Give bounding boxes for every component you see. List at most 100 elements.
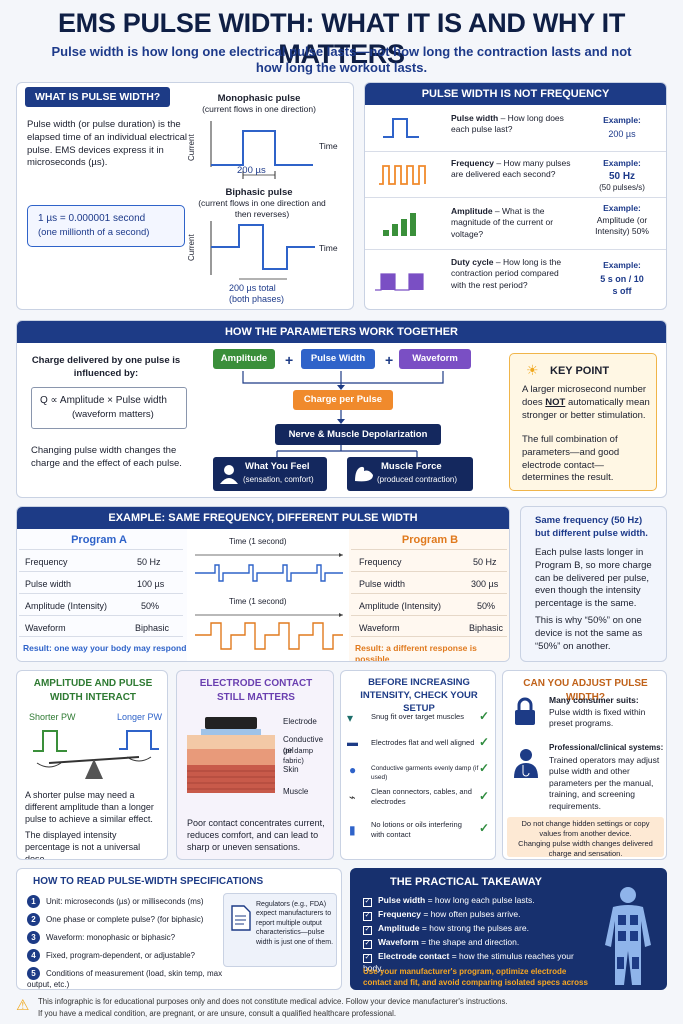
plus-2: + [385,352,394,368]
setup-item: Conductive garments evenly damp (if used… [371,765,479,781]
takeaway-card: THE PRACTICAL TAKEAWAY ✓Pulse width = ho… [350,868,667,990]
checkbox-icon: ✓ [363,940,372,949]
bi-width-label2: (both phases) [229,294,285,304]
takeaway-term: Pulse width [378,895,426,905]
footer-line1: This infographic is for educational purp… [38,997,508,1006]
together-card: HOW THE PARAMETERS WORK TOGETHER Charge … [16,320,667,498]
nf-ex-value: 200 µs [608,129,636,139]
depolarization-pill: Nerve & Muscle Depolarization [275,424,441,445]
nf-desc: – How many pulses are delivered each sec… [451,158,571,180]
read-item: Waveform: monophasic or biphasic? [46,933,176,942]
list-item: ✓Pulse width = how long each pulse lasts… [363,895,535,907]
pulse-width-pill: Pulse Width [301,349,375,369]
list-item: ● Conductive garments evenly damp (if us… [341,759,495,787]
key-p2: The full combination of parameters—and g… [522,434,620,484]
takeaway-desc: = the shape and direction. [418,937,520,947]
list-number: 1 [27,895,40,908]
unit-box: 1 µs = 0.000001 second (one millionth of… [27,205,185,247]
together-heading: HOW THE PARAMETERS WORK TOGETHER [17,321,666,343]
longer-pw-label: Longer PW [117,712,163,722]
read-heading: HOW TO READ PULSE-WIDTH SPECIFICATIONS [33,876,264,887]
setup-card: BEFORE INCREASING INTENSITY, CHECK YOUR … [340,670,496,860]
setup-item: No lotions or oils interfering with cont… [371,820,462,840]
body-figure-icon [605,887,651,985]
table-cell: Waveform [25,623,66,633]
unit-line1: 1 µs = 0.000001 second [38,213,146,224]
side-p1: Each pulse lasts longer in Program B, so… [535,547,652,610]
table-cell: 100 µs [137,579,165,589]
time-label-a: Time (1 second) [229,537,287,546]
formula-box: Q ∝ Amplitude × Pulse width (waveform ma… [31,387,187,429]
takeaway-desc: = how often pulses arrive. [421,909,521,919]
mono-width-label: 200 µs [237,165,266,176]
nf-freq-icon [379,165,426,185]
check-icon: ✓ [479,789,490,803]
nf-row-4-text: Duty cycle – How long is the contraction… [451,257,575,291]
read-item: Fixed, program-dependent, or adjustable? [46,951,195,960]
list-item: ▾ Snug fit over target muscles ✓ [341,707,495,735]
electrode-heading: ELECTRODE CONTACT STILL MATTERS [199,678,313,703]
table-cell: Pulse width [25,579,72,589]
mono-sub: (current flows in one direction) [202,104,316,114]
nf-term: Duty cycle [451,257,494,267]
list-number: 2 [27,913,40,926]
bulb-icon: ☀ [526,362,539,378]
what-body: Pulse width (or pulse duration) is the e… [27,119,188,169]
notfreq-heading: PULSE WIDTH IS NOT FREQUENCY [365,83,666,105]
layer-gel-sub: (or damp fabric) [283,746,314,766]
feel-box: What You Feel (sensation, comfort) [213,457,327,491]
nf-row-3-text: Amplitude – What is the magnitude of the… [451,206,573,240]
pro-body: Trained operators may adjust pulse width… [549,755,660,811]
key-point-box: ☀ KEY POINT A larger microsecond number … [509,353,657,491]
interact-p2: The displayed intensity percentage is no… [25,830,141,860]
takeaway-term: Amplitude [378,923,420,933]
read-item: Conditions of measurement (load, skin te… [27,969,223,989]
list-number: 5 [27,967,40,980]
shirt-icon: ▾ [347,711,354,725]
together-note: Changing pulse width changes the charge … [31,445,182,469]
list-number: 4 [27,949,40,962]
list-item: ✓Waveform = the shape and direction. [363,937,519,949]
table-cell: Frequency [25,557,68,567]
nf-amplitude-icon [383,213,416,236]
list-item: ✓Electrode contact = how the stimulus re… [363,951,583,974]
formula-line1: Q ∝ Amplitude × Pulse width [40,395,167,406]
nf-ex-value: Amplitude (or Intensity) 50% [595,215,649,237]
regulators-box: Regulators (e.g., FDA) expect manufactur… [223,893,337,967]
program-b-pulses [195,613,343,650]
consumer-body: Pulse width is fixed within preset progr… [549,707,646,729]
bi-axis-current: Current [187,234,196,261]
read-item: Unit: microseconds (µs) or milliseconds … [46,897,204,906]
read-card: HOW TO READ PULSE-WIDTH SPECIFICATIONS 1… [16,868,342,990]
layer-electrode: Electrode [283,717,317,726]
nf-ex-note: (50 pulses/s) [599,183,645,192]
layer-skin: Skin [283,765,299,774]
electrode-icon: ▬ [347,737,358,749]
takeaway-term: Frequency [378,909,421,919]
feel-title: What You Feel [245,461,310,472]
feel-sub: (sensation, comfort) [243,475,314,484]
pro-title: Professional/clinical systems: [549,743,664,752]
nf-term: Amplitude [451,206,493,216]
force-box: Muscle Force (produced contraction) [347,457,473,491]
notfreq-card: PULSE WIDTH IS NOT FREQUENCY Pulse width… [364,82,667,310]
setup-item: Electrodes flat and well aligned [371,738,475,747]
key-p1: A larger microsecond number does NOT aut… [522,384,650,422]
footer-line2: If you have a medical condition, are pre… [38,1009,397,1018]
example-heading: EXAMPLE: SAME FREQUENCY, DIFFERENT PULSE… [17,507,509,529]
clinician-icon [514,749,538,778]
check-icon: ✓ [479,709,490,723]
takeaway-desc: = how the stimulus reaches your body. [363,951,574,973]
setup-heading: BEFORE INCREASING INTENSITY, CHECK YOUR … [360,677,478,714]
nf-desc: – How long is the contraction period com… [451,257,562,290]
checkbox-icon: ✓ [363,898,372,907]
interact-card: AMPLITUDE AND PULSE WIDTH INTERACT Short… [16,670,168,860]
nf-row-2-text: Frequency – How many pulses are delivere… [451,158,573,181]
nf-pulse-icon [383,118,419,138]
electrode-p: Poor contact concentrates current, reduc… [187,818,325,853]
